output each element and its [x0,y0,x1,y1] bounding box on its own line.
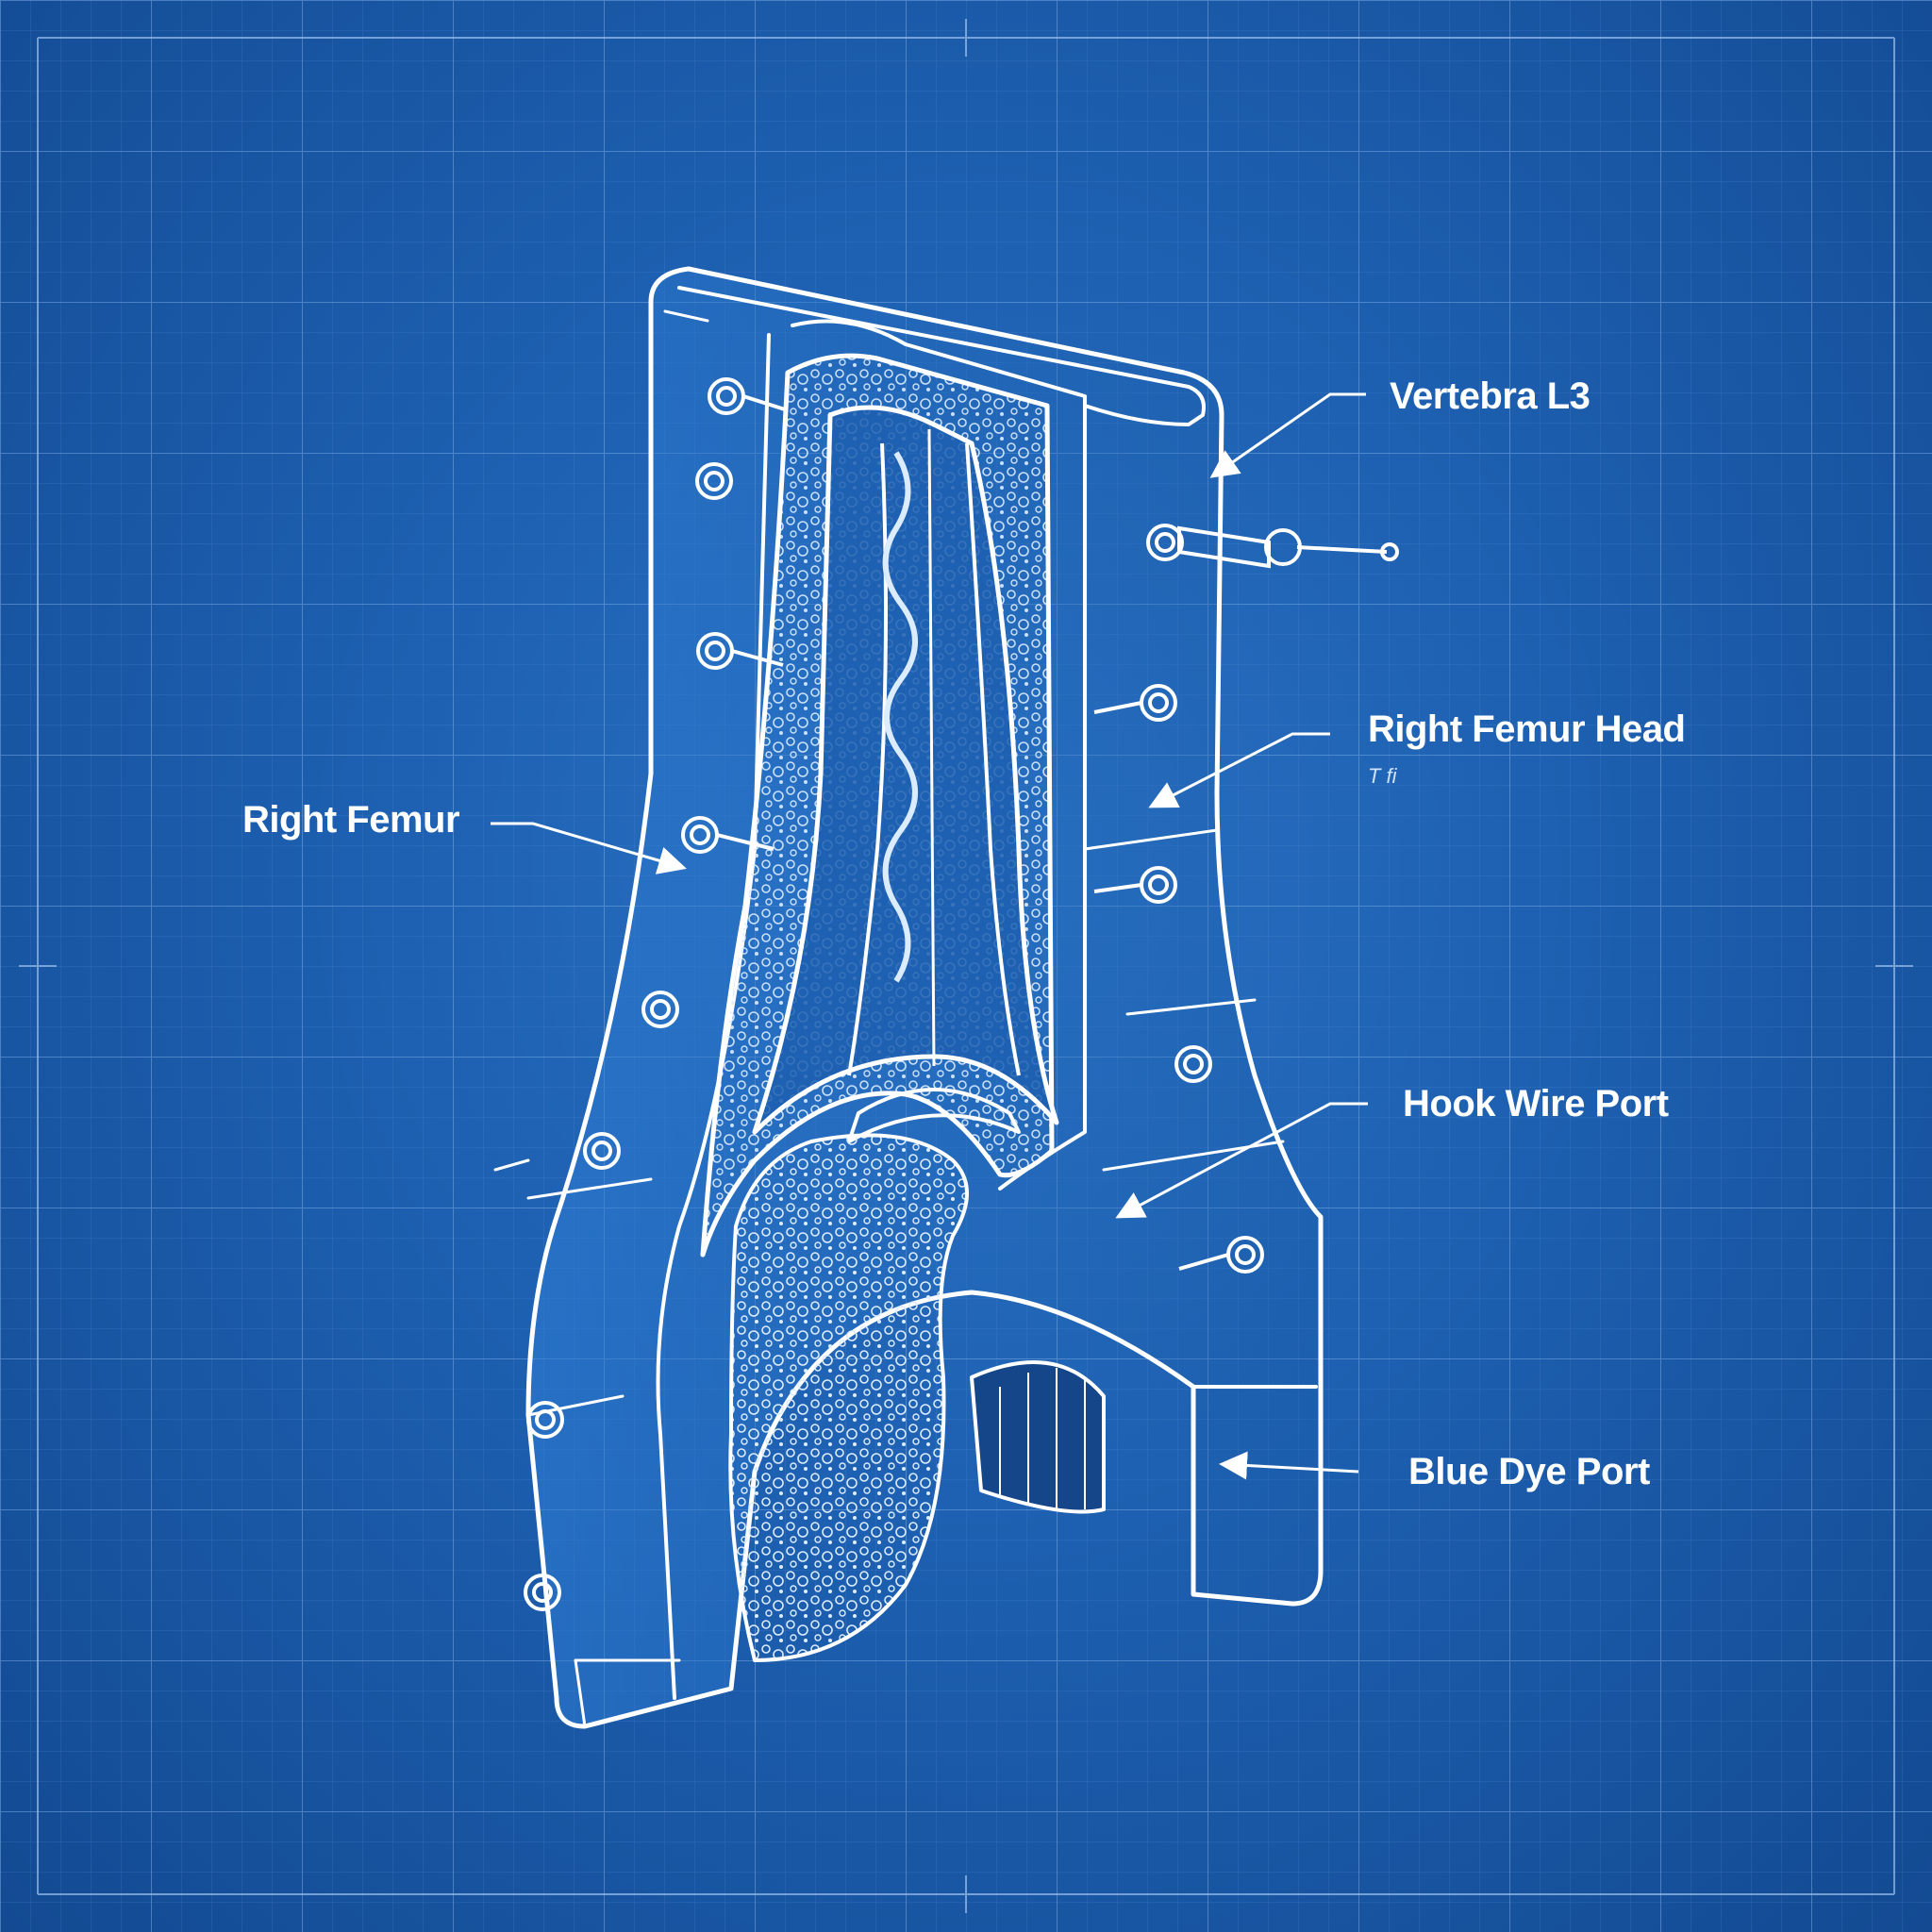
port-ring [526,1401,564,1439]
bone-section [700,353,1106,1662]
inner-arch [847,1088,1021,1143]
label-right-femur: Right Femur [242,799,459,841]
port-ring [681,816,774,854]
port-ring [1093,866,1177,904]
vertebral-body-texture [728,1133,969,1662]
port-ring [1093,684,1177,722]
leader-blue-dye [1219,1451,1359,1480]
port-ring [708,377,789,415]
central-canal-right [965,442,1021,1076]
spinal-canal [970,1360,1106,1514]
port-ring [1178,1236,1264,1274]
port-ring [696,632,784,670]
port-ring [524,1574,561,1611]
hook-wire-pin [1177,525,1399,569]
annotation-scribble: T fi [1368,764,1398,788]
port-ring [583,1132,621,1170]
port-ring [1146,524,1184,561]
medullary-cavity [752,405,1059,1135]
port-ring [695,462,733,500]
port-ring [1174,1045,1212,1083]
port-ring [641,991,679,1028]
label-blue-dye-port: Blue Dye Port [1408,1451,1650,1492]
label-vertebra-l3: Vertebra L3 [1390,375,1590,417]
callout-labels: Vertebra L3 Right Femur Head T fi Right … [242,375,1686,1492]
leader-hook-wire [1115,1102,1368,1219]
label-hook-wire-port: Hook Wire Port [1403,1083,1669,1124]
port-rings [524,377,1264,1611]
leader-femur [491,822,687,874]
housing-side-edge [1191,1385,1318,1596]
label-right-femur-head: Right Femur Head [1368,708,1685,750]
leader-vertebra [1209,392,1366,478]
leader-lines [491,392,1368,1480]
frame-marks [19,19,1913,1913]
trabecular-column [882,451,918,983]
housing-top-rim [677,286,1206,426]
leader-femur-head [1148,732,1330,808]
